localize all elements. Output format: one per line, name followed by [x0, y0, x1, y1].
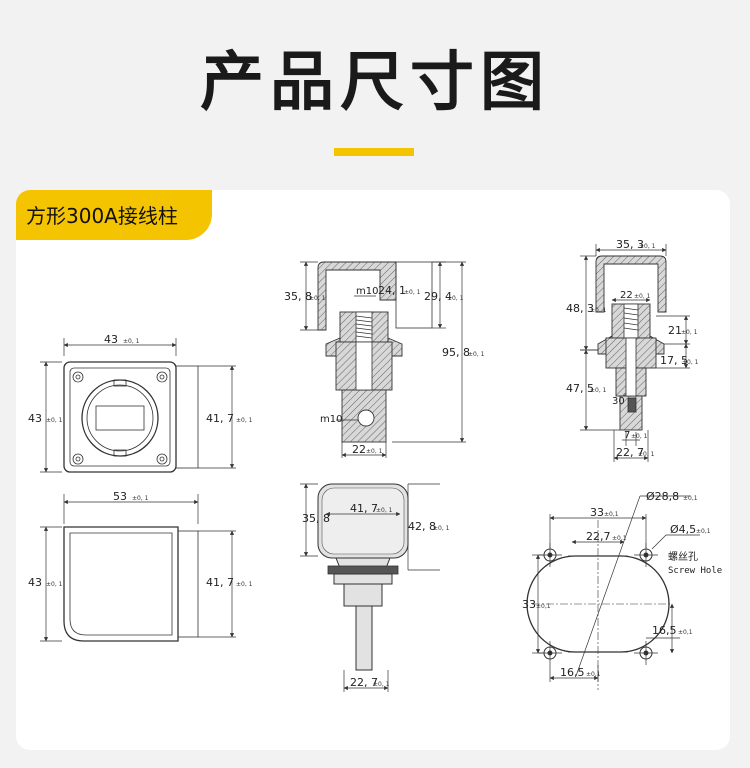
hole-inner-width-tol: ±0,1 [612, 535, 627, 542]
right-bottom-width-label: 22, 7 [616, 446, 644, 459]
front-view: 43 ±0, 1 43 ±0, 1 41, 7 ±0, 1 [28, 333, 253, 473]
hole-screw-cn: 螺丝孔 [668, 551, 698, 563]
section-view-right: 35, 3 ±0, 1 22 ±0, 1 48, 3 ±0, 1 21 ±0, … [566, 238, 699, 462]
right-left-height-tol: ±0, 1 [590, 307, 607, 314]
page-title: 产品尺寸图 [200, 46, 550, 120]
side-width-label: 53 [113, 490, 127, 503]
section-top-height-label: 35, 8 [284, 290, 312, 303]
profile-right-height-tol: ±0, 1 [433, 525, 450, 532]
right-top-width-tol: ±0, 1 [639, 243, 656, 250]
right-inner-width-tol: ±0, 1 [634, 293, 651, 300]
right-left-lower-label: 47, 5 [566, 382, 594, 395]
hole-height-tol: ±0,1 [536, 603, 551, 610]
hole-dia-large-tol: ±0,1 [683, 495, 698, 502]
right-mid-tol: ±0, 1 [682, 359, 699, 366]
right-mid-label: 17, 5 [660, 354, 688, 367]
right-top-width-label: 35, 3 [616, 238, 644, 251]
section-total-height-tol: ±0, 1 [468, 351, 485, 358]
hole-dia-small-tol: ±0,1 [696, 528, 711, 535]
section-top-inner-label: 24, 1 [378, 284, 406, 297]
right-bottom-small-label: 7 [624, 430, 630, 441]
section-tag-label: 方形300A接线柱 [26, 204, 178, 228]
hole-outer-width-tol: ±0,1 [604, 511, 619, 518]
hole-right-offset-tol: ±0,1 [678, 629, 693, 636]
right-thread-deg: ° [623, 393, 626, 400]
hole-dia-large-label: Ø28,8 [646, 490, 679, 503]
section-tag [16, 190, 212, 240]
front-height-tol: ±0, 1 [46, 417, 63, 424]
profile-cap-width-label: 41, 7 [350, 502, 378, 515]
profile-bottom-width-tol: ±0, 1 [373, 681, 390, 688]
hole-bottom-offset-tol: ±0,1 [586, 671, 601, 678]
side-height-tol: ±0, 1 [46, 581, 63, 588]
side-side-height-label: 41, 7 [206, 576, 234, 589]
right-left-lower-tol: ±0, 1 [590, 387, 607, 394]
hole-right-offset-label: 16,5 [652, 624, 677, 637]
hole-screw-en: Screw Hole [668, 566, 722, 576]
drawing-card [16, 190, 730, 750]
side-width-tol: ±0, 1 [132, 495, 149, 502]
section-side-hole-label: m10 [320, 414, 342, 425]
right-left-height-label: 48, 3 [566, 302, 594, 315]
section-top-inner-tol: ±0, 1 [404, 289, 421, 296]
profile-right-height-label: 42, 8 [408, 520, 436, 533]
section-total-height-label: 95, 8 [442, 346, 470, 359]
right-small-tol: ±0, 1 [681, 329, 698, 336]
right-small-label: 21 [668, 324, 682, 337]
front-side-height-label: 41, 7 [206, 412, 234, 425]
front-width-tol: ±0, 1 [123, 338, 140, 345]
right-bottom-width-tol: ±0, 1 [638, 451, 655, 458]
right-thread-label: 30 [612, 396, 625, 407]
right-inner-width-label: 22 [620, 290, 633, 301]
hole-bottom-offset-label: 16,5 [560, 666, 585, 679]
hole-view: Ø28,8 ±0,1 33 ±0,1 22,7 ±0,1 Ø4,5 ±0,1 螺… [522, 490, 722, 690]
hole-dia-small-label: Ø4,5 [670, 523, 696, 536]
front-width-label: 43 [104, 333, 118, 346]
front-height-label: 43 [28, 412, 42, 425]
section-right-height-label: 29, 4 [424, 290, 452, 303]
section-bolt-label: m10 [356, 286, 378, 297]
profile-bottom-width-label: 22, 7 [350, 676, 378, 689]
hole-height-label: 33 [522, 598, 536, 611]
section-bottom-width-label: 22 [352, 443, 366, 456]
profile-cap-width-tol: ±0, 1 [376, 507, 393, 514]
profile-cap-height-label: 35, 8 [302, 512, 330, 525]
profile-view: 35, 8 41, 7 ±0, 1 42, 8 ±0, 1 22, 7 ±0, … [300, 483, 450, 692]
front-side-height-tol: ±0, 1 [236, 417, 253, 424]
section-top-height-tol: ±0, 1 [309, 295, 326, 302]
side-side-height-tol: ±0, 1 [236, 581, 253, 588]
side-view: 53 ±0, 1 43 ±0, 1 41, 7 ±0, 1 [28, 490, 253, 642]
hole-inner-width-label: 22,7 [586, 530, 611, 543]
hole-outer-width-label: 33 [590, 506, 604, 519]
section-bottom-width-tol: ±0, 1 [366, 448, 383, 455]
side-height-label: 43 [28, 576, 42, 589]
title-underline [334, 148, 414, 156]
right-bottom-small-tol: ±0, 1 [631, 433, 648, 440]
section-view: 35, 8 ±0, 1 m10 24, 1 ±0, 1 29, 4 ±0, 1 … [284, 261, 485, 458]
section-right-height-tol: ±0, 1 [447, 295, 464, 302]
